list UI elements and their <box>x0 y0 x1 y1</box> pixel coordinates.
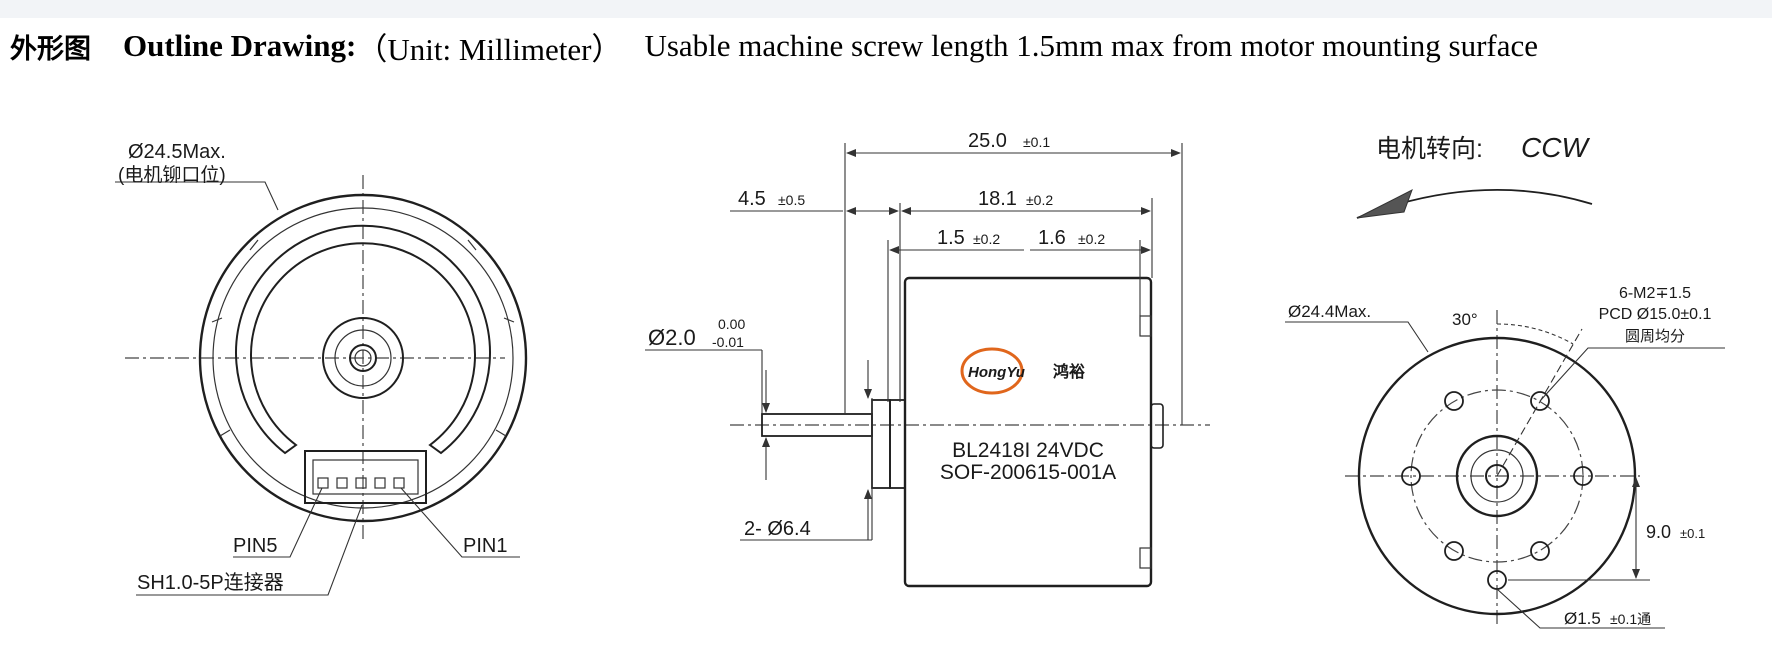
dim-flange: 1.5 <box>937 227 965 249</box>
connector-pin-4 <box>336 477 348 489</box>
angle-ray <box>1496 328 1583 477</box>
logo-swoosh <box>960 347 1024 395</box>
header-title-cn: 外形图 <box>10 33 91 65</box>
header-note: Usable machine screw length 1.5mm max fr… <box>644 28 1539 63</box>
right-dia-label: Ø24.4Max. <box>1288 302 1371 321</box>
shaft-tol-lower: -0.01 <box>712 334 744 350</box>
boss-dia: 2- Ø6.4 <box>744 518 811 540</box>
holes-line-1: 6-M2∓1.5 <box>1619 285 1691 302</box>
mount-hole <box>1444 391 1464 411</box>
right-dia-leader <box>1285 321 1429 353</box>
hole-dia: Ø1.5 <box>1564 609 1601 628</box>
right-shaft-circle <box>1485 464 1509 488</box>
connector-pin-5 <box>317 477 329 489</box>
connector-label: SH1.0-5P连接器 <box>137 571 284 594</box>
model-line-1: BL2418I 24VDC <box>952 439 1104 462</box>
left-shaft-inner <box>354 349 372 367</box>
left-shaft-circle <box>349 344 377 372</box>
connector-leader <box>136 504 363 596</box>
rear-bearing-cap <box>1150 403 1164 449</box>
angle-arc <box>1496 323 1574 345</box>
mount-hole <box>1401 466 1421 486</box>
connector-body <box>304 450 427 504</box>
mount-hole <box>1530 541 1550 561</box>
holes-line-3: 圆周均分 <box>1625 328 1685 345</box>
mount-hole <box>1444 541 1464 561</box>
right-view: 电机转向: CCW 30° Ø24.4Max. 6-M2∓1.5 PCD <box>1285 132 1725 629</box>
model-line-2: SOF-200615-001A <box>940 461 1116 484</box>
dim-shaft-tol: ±0.5 <box>778 192 805 208</box>
header-band <box>0 0 1772 18</box>
side-view: HongYu 鸿裕 BL2418I 24VDC SOF-200615-001A … <box>645 130 1210 588</box>
hole-dia-tol: ±0.1通 <box>1610 611 1651 627</box>
dim-total-tol: ±0.1 <box>1023 134 1050 150</box>
connector-inner <box>312 459 419 495</box>
dim-shaft: 4.5 <box>738 188 766 210</box>
dim-body-tol: ±0.2 <box>1026 192 1053 208</box>
dim-offset: 9.0 <box>1646 522 1671 542</box>
rotation-label: 电机转向: <box>1376 135 1483 163</box>
front-flange <box>871 399 891 489</box>
dim-body: 18.1 <box>978 188 1017 210</box>
rotation-arrow-icon <box>1356 188 1413 219</box>
shaft-dia: Ø2.0 <box>648 325 696 350</box>
rear-clip-bottom <box>1139 547 1152 569</box>
left-rim-circle <box>212 207 514 509</box>
left-hub-mid <box>334 329 392 387</box>
right-outer-circle <box>1357 336 1637 616</box>
left-view: Ø24.5Max. (电机铆口位) PIN5 PIN1 SH1.0-5P连接器 <box>115 141 528 596</box>
connector-pin-2 <box>374 477 386 489</box>
rotation-value: CCW <box>1521 132 1590 163</box>
left-rim-notches <box>211 239 515 437</box>
connector-pin-3 <box>355 477 367 489</box>
pcd-circle <box>1410 389 1584 563</box>
connector-pin-1 <box>393 477 405 489</box>
dim-total: 25.0 <box>968 130 1007 152</box>
header-unit: （Unit: Millimeter） <box>356 31 623 67</box>
left-dia-note: (电机铆口位) <box>118 164 226 186</box>
mount-hole <box>1530 391 1550 411</box>
left-dia-label: Ø24.5Max. <box>128 141 226 163</box>
pin5-leader <box>233 487 323 558</box>
left-crescent-recess <box>235 224 491 455</box>
left-hub-outer <box>322 317 404 399</box>
mount-hole <box>1573 466 1593 486</box>
pin5-label: PIN5 <box>233 535 277 557</box>
pin1-leader <box>400 487 520 558</box>
logo-cn: 鸿裕 <box>1053 362 1085 381</box>
motor-body <box>903 276 1153 588</box>
pin1-label: PIN1 <box>463 535 507 557</box>
rear-clip-top <box>1139 315 1152 337</box>
logo-text: HongYu <box>968 364 1025 381</box>
dim-rear: 1.6 <box>1038 227 1066 249</box>
right-hub-outer <box>1455 434 1539 518</box>
holes-line-2: PCD Ø15.0±0.1 <box>1599 306 1712 323</box>
right-hub-inner <box>1470 449 1524 503</box>
holes-leader <box>1539 347 1725 402</box>
drawing-header: 外形图 Outline Drawing: （Unit: Millimeter） … <box>10 18 1538 74</box>
shaft-tol-upper: 0.00 <box>718 316 745 332</box>
dim-offset-tol: ±0.1 <box>1680 526 1705 541</box>
dim-rear-tol: ±0.2 <box>1078 231 1105 247</box>
hole-dia-leader <box>1496 588 1665 629</box>
angle-label: 30° <box>1452 310 1478 329</box>
dim-flange-tol: ±0.2 <box>973 231 1000 247</box>
header-title-en: Outline Drawing: <box>123 28 357 63</box>
left-dia-leader <box>115 181 279 211</box>
hongyu-logo: HongYu 鸿裕 <box>960 347 1085 395</box>
front-boss <box>889 399 906 489</box>
left-outer-circle <box>198 193 528 523</box>
